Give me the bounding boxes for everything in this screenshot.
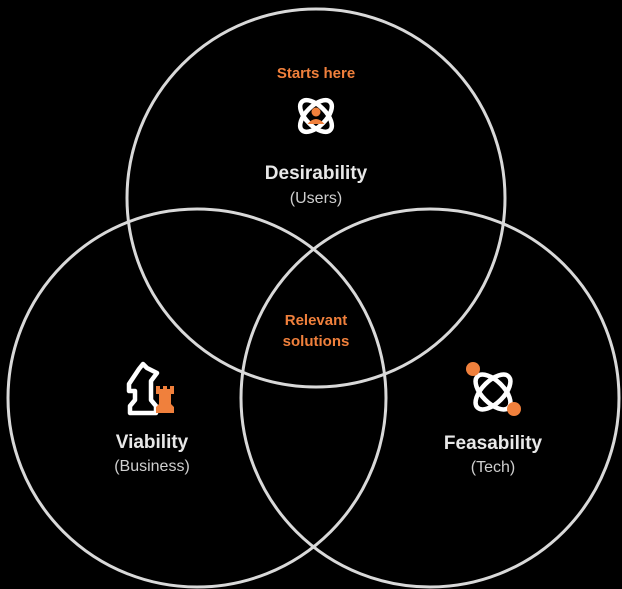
- viability-group: Viability (Business): [52, 360, 252, 480]
- center-overlap-group: Relevant solutions: [236, 313, 396, 353]
- circle-feasability: [239, 207, 621, 589]
- viability-subtitle: (Business): [114, 458, 190, 475]
- chess-knight-rook-icon: [126, 361, 174, 416]
- circle-viability: [6, 207, 388, 589]
- solutions-label: solutions: [282, 333, 350, 350]
- feasability-subtitle: (Tech): [470, 459, 516, 476]
- desirability-subtitle: (Users): [289, 190, 343, 207]
- atom-orbit-icon: [466, 362, 521, 416]
- viability-title: Viability: [115, 432, 189, 453]
- feasability-title: Feasability: [443, 433, 543, 454]
- feasability-group: Feasability (Tech): [393, 360, 593, 480]
- starts-here-label: Starts here: [276, 65, 356, 82]
- circle-desirability: [125, 7, 507, 389]
- relevant-label: Relevant: [284, 312, 348, 329]
- user-orbit-icon: [297, 97, 335, 135]
- desirability-title: Desirability: [264, 163, 368, 184]
- desirability-group: Starts here Desirability (Users): [216, 64, 416, 214]
